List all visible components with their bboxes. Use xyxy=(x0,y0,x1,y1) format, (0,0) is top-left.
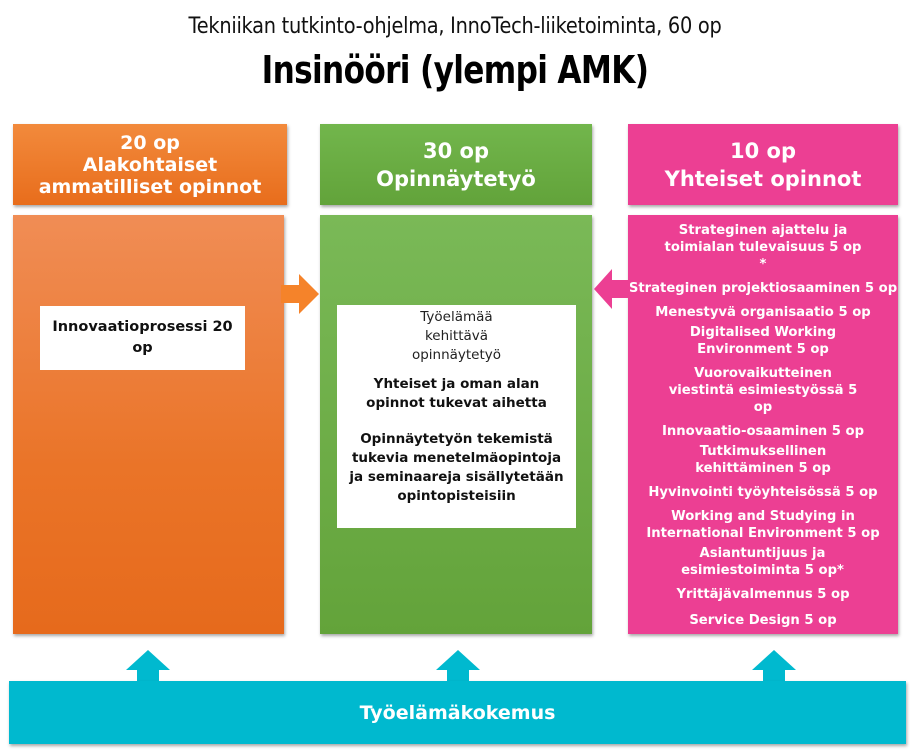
thesis-description-box: Työelämää kehittävä opinnäytetyö Yhteise… xyxy=(337,305,576,528)
arrow-left-icon xyxy=(594,269,630,309)
column-credits: 20 op xyxy=(120,131,180,154)
degree-title: Insinööri (ylempi AMK) xyxy=(261,48,649,92)
column-title: Alakohtaiset xyxy=(82,153,218,176)
column-header-thesis: 30 op Opinnäytetyö xyxy=(320,124,592,205)
column-title: ammatilliset opinnot xyxy=(38,175,262,198)
course-item: Innovaatio-osaaminen 5 op xyxy=(661,424,865,439)
column-title: Opinnäytetyö xyxy=(376,166,536,191)
column-body-common-studies: Strateginen ajattelu ja toimialan tuleva… xyxy=(628,215,898,634)
work-experience-label: Työelämäkokemus xyxy=(359,701,556,724)
course-item: Vuorovaikutteinen viestintä esimiestyöss… xyxy=(668,366,858,415)
thesis-type-line: opinnäytetyö xyxy=(411,347,502,363)
course-item: Strateginen projektiosaaminen 5 op xyxy=(628,281,898,296)
arrow-up-icon xyxy=(436,650,480,682)
thesis-type-line: Työelämää xyxy=(420,309,493,325)
thesis-methods-text: Opinnäytetyön tekemistä tukevia menetelm… xyxy=(349,431,564,504)
column-body-thesis: Työelämää kehittävä opinnäytetyö Yhteise… xyxy=(320,215,592,634)
course-label: Innovaatioprosessi 20 op xyxy=(52,319,233,356)
arrow-up-icon xyxy=(126,650,170,682)
course-item: Strateginen ajattelu ja toimialan tuleva… xyxy=(664,223,862,272)
column-credits: 30 op xyxy=(423,138,489,163)
thesis-support-text: Yhteiset ja oman alan opinnot tukevat ai… xyxy=(366,376,547,411)
column-credits: 10 op xyxy=(730,138,796,163)
course-item: Digitalised Working Environment 5 op xyxy=(689,325,837,357)
course-item: Service Design 5 op xyxy=(689,613,837,628)
course-box-innovation-process: Innovaatioprosessi 20 op xyxy=(40,306,245,370)
course-item: Yrittäjävalmennus 5 op xyxy=(676,587,850,602)
thesis-type-line: kehittävä xyxy=(424,328,489,344)
course-item: Menestyvä organisaatio 5 op xyxy=(655,305,871,320)
arrow-right-icon xyxy=(281,274,319,314)
column-title: Yhteiset opinnot xyxy=(664,166,862,191)
column-header-professional-studies: 20 op Alakohtaiset ammatilliset opinnot xyxy=(13,124,287,205)
course-item: Working and Studying in International En… xyxy=(646,509,880,541)
work-experience-bar: Työelämäkokemus xyxy=(9,681,906,744)
column-header-common-studies: 10 op Yhteiset opinnot xyxy=(628,124,898,205)
course-item: Asiantuntijuus ja esimiestoiminta 5 op* xyxy=(681,546,844,578)
thesis-type: Työelämää kehittävä opinnäytetyö xyxy=(412,308,501,365)
column-body-professional-studies: Innovaatioprosessi 20 op xyxy=(13,215,284,634)
program-subtitle: Tekniikan tutkinto-ohjelma, InnoTech-lii… xyxy=(188,14,722,39)
course-item: Tutkimuksellinen kehittäminen 5 op xyxy=(695,444,831,476)
course-item: Hyvinvointi työyhteisössä 5 op xyxy=(648,485,878,500)
common-studies-list: Strateginen ajattelu ja toimialan tuleva… xyxy=(628,222,898,636)
arrow-up-icon xyxy=(752,650,796,682)
